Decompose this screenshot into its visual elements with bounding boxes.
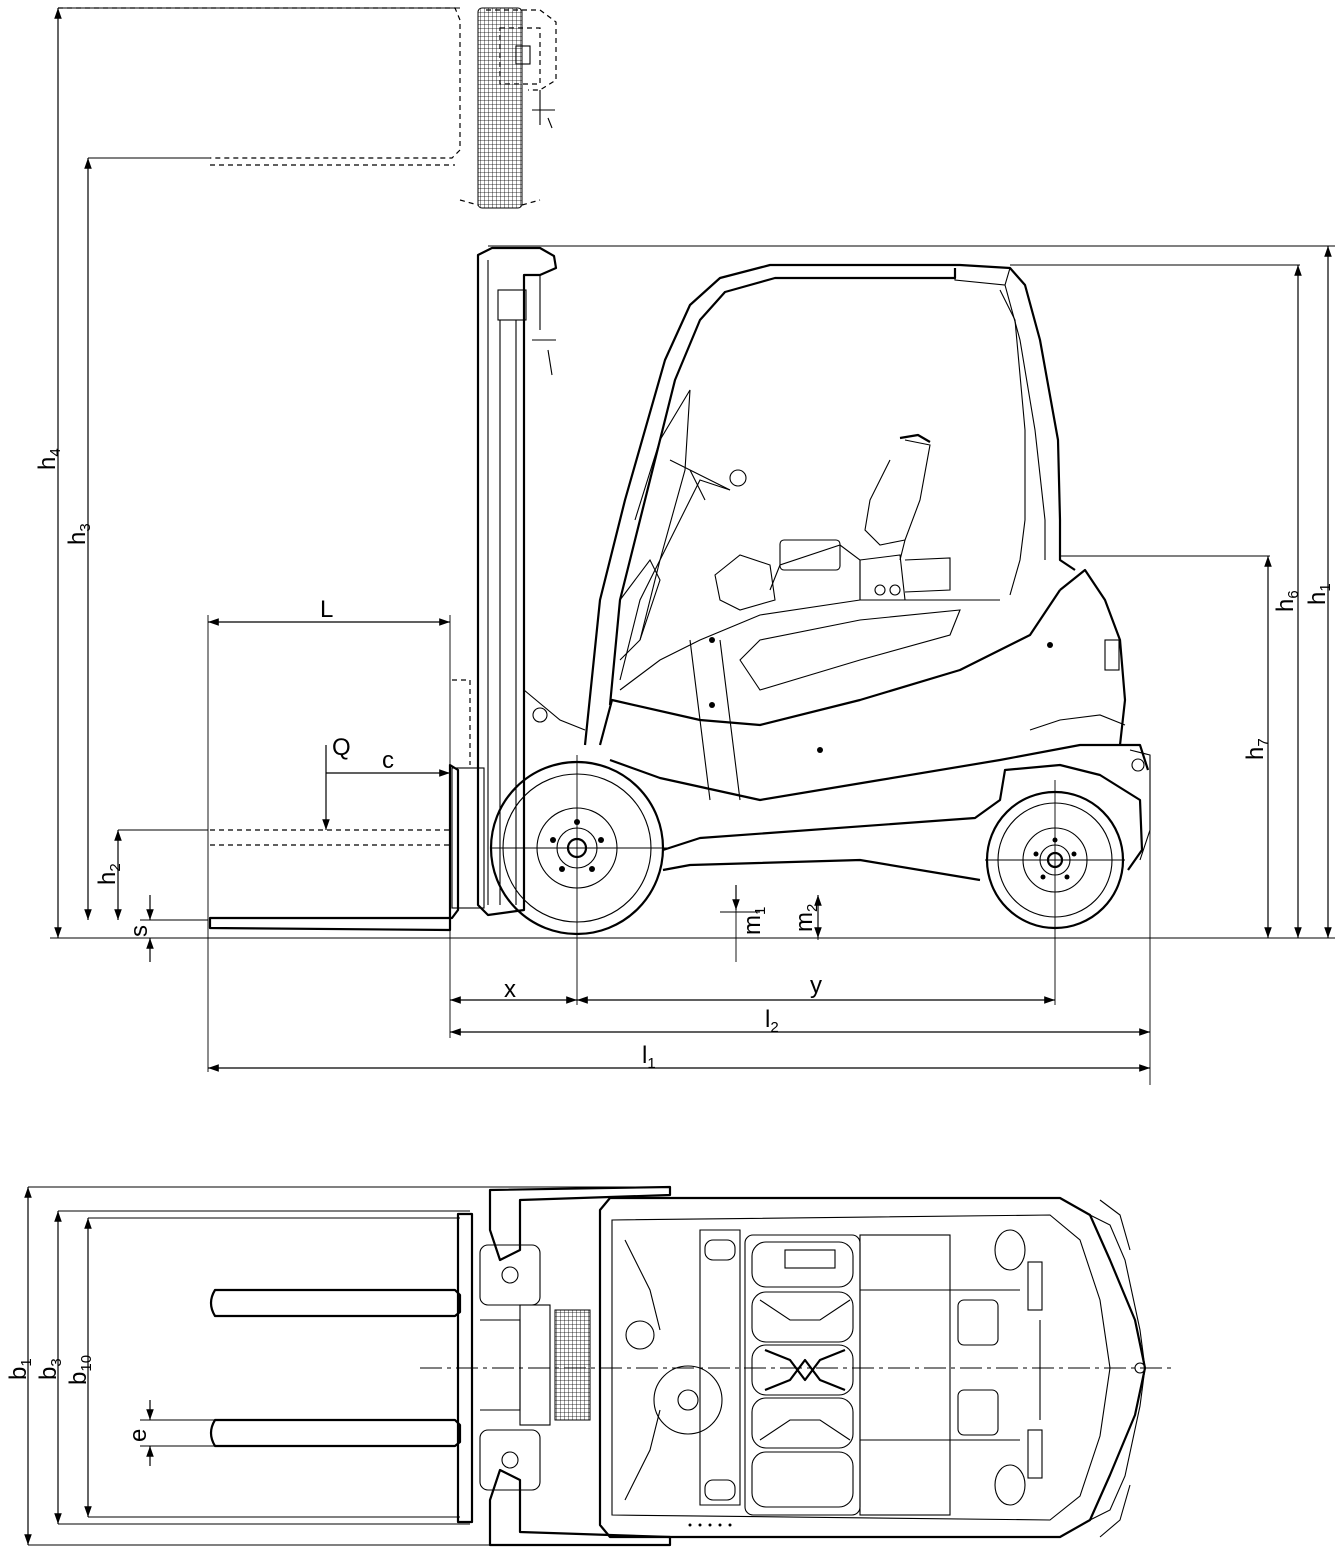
label-m1: m1 <box>739 907 769 935</box>
side-view <box>50 7 1335 1085</box>
top-view <box>24 1185 1175 1547</box>
steering-and-seat <box>619 433 951 681</box>
label-L: L <box>320 596 333 623</box>
label-x: x <box>504 976 516 1003</box>
label-h7: h7 <box>1242 738 1272 760</box>
label-y: y <box>810 972 822 999</box>
label-s: s <box>126 925 153 937</box>
fork-lowered <box>208 679 485 932</box>
label-h3: h3 <box>64 523 94 545</box>
label-e: e <box>125 1429 152 1442</box>
label-h1: h1 <box>1304 583 1334 605</box>
label-c: c <box>382 747 394 774</box>
carriage-top <box>479 1185 672 1547</box>
label-l1: l1 <box>642 1042 656 1072</box>
label-l2: l2 <box>765 1006 779 1036</box>
cab-interior-top <box>624 1229 1043 1527</box>
raised-mast <box>58 7 557 209</box>
label-b10: b10 <box>65 1355 95 1385</box>
mast <box>476 246 586 917</box>
label-m2: m2 <box>791 904 821 932</box>
label-h6: h6 <box>1272 590 1302 612</box>
label-Q: Q <box>332 734 351 761</box>
cab <box>583 263 1076 746</box>
label-b1: b1 <box>5 1358 35 1380</box>
label-h2: h2 <box>94 863 124 885</box>
truck-body <box>598 568 1151 882</box>
dimension-labels: h4 h3 h2 s h1 h6 h7 m1 m2 b1 b3 b10 e L … <box>5 448 1334 1442</box>
label-b3: b3 <box>35 1358 65 1380</box>
label-h4: h4 <box>34 448 64 470</box>
